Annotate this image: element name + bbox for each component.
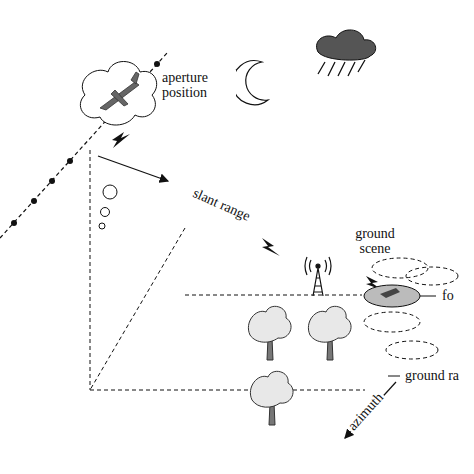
- label-anchor: slant range: [189, 185, 255, 226]
- radar-bolts: [112, 132, 382, 290]
- label-anchor: aperture position: [160, 70, 236, 101]
- aperture-label: aperture position: [160, 70, 236, 101]
- radio-tower: [305, 257, 331, 296]
- azimuth-label: azimuth: [344, 389, 388, 436]
- label-anchor: fo: [440, 288, 456, 303]
- aperture-dots: [11, 61, 160, 226]
- range-leader: [388, 376, 400, 377]
- scene-label: ground scene: [345, 226, 405, 257]
- moon: [232, 61, 268, 105]
- bubbles: [99, 185, 117, 229]
- rain-cloud: [317, 30, 376, 76]
- label-anchor: ground scene: [345, 226, 405, 257]
- slant-arrow: [98, 156, 168, 181]
- range-line: [185, 295, 362, 296]
- footprints: [364, 258, 458, 359]
- focus-label: fo: [440, 288, 456, 303]
- focus-footprint: [364, 285, 420, 307]
- aircraft: [100, 72, 139, 110]
- focus-leader: [420, 296, 436, 297]
- nadir-line: [90, 228, 185, 390]
- range-label: ground ra: [403, 368, 461, 383]
- target: [380, 288, 400, 298]
- label-anchor: ground ra: [403, 368, 461, 383]
- ground-axis: [90, 390, 365, 391]
- cloud: [80, 62, 156, 126]
- slant-range-label: slant range: [189, 185, 255, 226]
- trees: [248, 306, 351, 425]
- label-anchor: azimuth: [344, 389, 388, 436]
- altitude-line: [90, 150, 91, 390]
- aperture-track: [0, 52, 168, 238]
